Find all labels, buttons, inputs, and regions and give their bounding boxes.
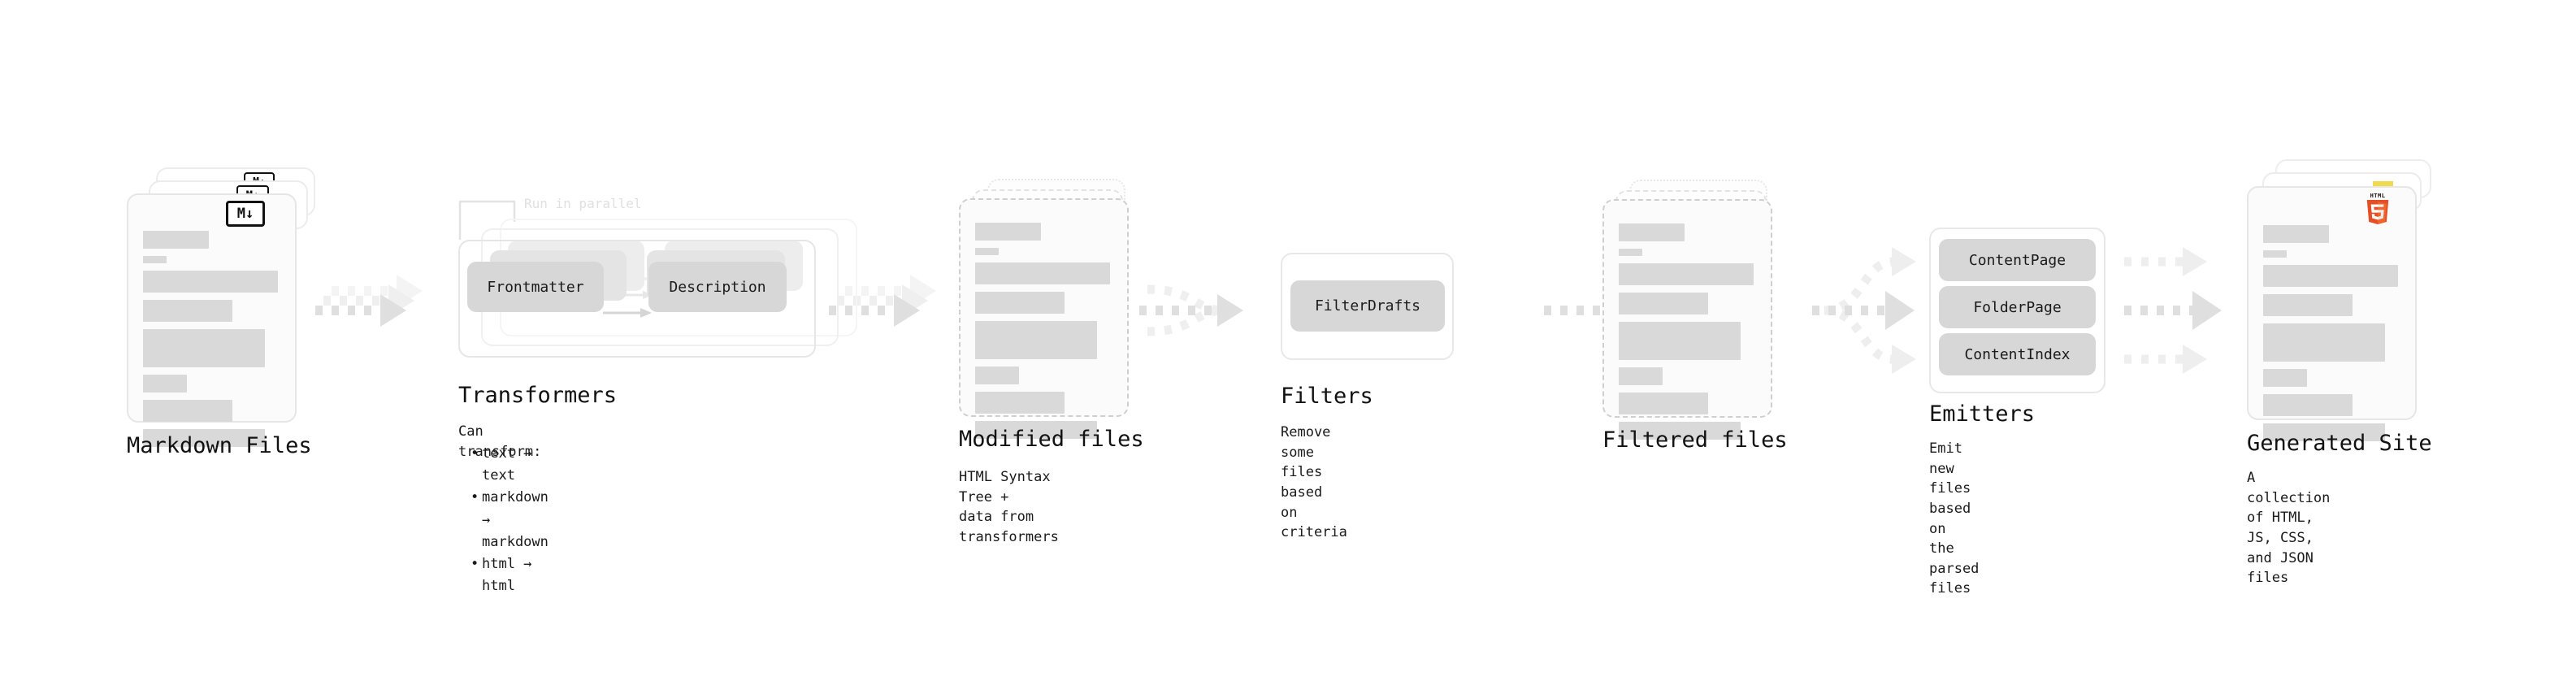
html5-logo-text: HTML: [2370, 193, 2386, 199]
modified-file-front: [959, 198, 1129, 439]
run-in-parallel-bracket: [458, 200, 516, 240]
pill-label: FolderPage: [1973, 298, 2062, 316]
content-bar: [2263, 250, 2287, 258]
filtered-file-content: [1619, 223, 1756, 447]
stage-desc-generated-site: A collection of HTML, JS, CSS, and JSON …: [2247, 470, 2331, 587]
pill-label: ContentPage: [1968, 251, 2066, 269]
transformer-node-frontmatter[interactable]: Frontmatter: [467, 262, 604, 312]
html5-shield-svg: [2366, 200, 2389, 225]
content-bar: [2263, 225, 2330, 243]
stage-title-markdown-files: Markdown Files: [127, 433, 312, 458]
content-bar: [2263, 423, 2386, 441]
content-bar: [143, 271, 278, 293]
content-bar: [1619, 322, 1741, 360]
content-bar: [975, 392, 1065, 414]
content-bar: [1619, 223, 1685, 241]
html5-logo-icon: HTML: [2363, 193, 2392, 228]
stage-desc-emitters: Emit new files based on the parsed files: [1929, 440, 1980, 597]
list-item: text → text: [471, 443, 549, 487]
list-item: markdown → markdown: [471, 487, 549, 553]
content-bar: [1619, 393, 1708, 414]
content-bar: [2263, 369, 2308, 387]
content-bar: [1619, 249, 1642, 256]
content-bar: [143, 400, 232, 422]
markdown-file-front: [127, 193, 297, 447]
content-bar: [143, 429, 266, 447]
connector-markdown-to-transformers: [315, 275, 423, 327]
content-bar: [975, 321, 1098, 359]
content-bar: [975, 367, 1020, 384]
content-bar: [975, 292, 1065, 314]
content-bar: [975, 248, 999, 255]
content-bar: [2263, 294, 2353, 316]
pill-label: Frontmatter: [487, 278, 584, 296]
stage-list-transformers: text → text markdown → markdown html → h…: [468, 443, 549, 597]
content-bar: [143, 329, 266, 367]
pill-label: FilterDrafts: [1314, 297, 1421, 314]
transformer-group-front: [458, 240, 816, 358]
markdown-file-content: [143, 231, 280, 454]
modified-file-content: [975, 223, 1112, 446]
pill-label: Description: [669, 278, 766, 296]
generated-file-content: [2263, 225, 2400, 449]
stage-title-transformers: Transformers: [458, 383, 618, 408]
list-item: html → html: [471, 553, 549, 597]
connector-filtered-to-emitters: [1812, 247, 1916, 374]
emitter-node-folderpage[interactable]: FolderPage: [1939, 286, 2096, 328]
stage-title-filtered-files: Filtered files: [1602, 427, 1788, 453]
content-bar: [2263, 323, 2386, 362]
content-bar: [143, 300, 232, 322]
filter-node-filterdrafts[interactable]: FilterDrafts: [1290, 280, 1445, 332]
content-bar: [143, 231, 210, 249]
stage-title-emitters: Emitters: [1929, 401, 2036, 427]
content-bar: [143, 375, 188, 393]
content-bar: [2263, 265, 2398, 287]
stage-desc-modified-files: HTML Syntax Tree + data from transformer…: [959, 469, 1059, 545]
emitter-node-contentpage[interactable]: ContentPage: [1939, 239, 2096, 281]
stage-desc-filters: Remove some files based on criteria: [1281, 424, 1347, 541]
stage-title-filters: Filters: [1281, 384, 1373, 409]
markdown-logo-icon: M↓: [226, 201, 265, 227]
emitter-node-contentindex[interactable]: ContentIndex: [1939, 333, 2096, 375]
stage-title-modified-files: Modified files: [959, 427, 1144, 452]
run-in-parallel-label: Run in parallel: [524, 196, 642, 211]
stage-title-generated-site: Generated Site: [2247, 431, 2432, 456]
pill-label: ContentIndex: [1964, 345, 2071, 363]
transformer-node-description[interactable]: Description: [648, 262, 787, 312]
connector-modified-to-filters: [1139, 284, 1243, 336]
content-bar: [143, 256, 167, 263]
markdown-logo-text: M↓: [236, 205, 254, 222]
filtered-file-front: [1602, 199, 1772, 440]
content-bar: [1619, 422, 1741, 440]
connector-emitters-to-site: [2124, 247, 2222, 374]
content-bar: [975, 421, 1098, 439]
generated-file-front: [2247, 186, 2417, 441]
content-bar: [2263, 394, 2353, 416]
content-bar: [975, 223, 1042, 241]
content-bar: [975, 262, 1110, 284]
content-bar: [1619, 367, 1663, 385]
content-bar: [1619, 263, 1754, 285]
transform-capability-list: text → text markdown → markdown html → h…: [468, 443, 549, 597]
content-bar: [1619, 293, 1708, 314]
